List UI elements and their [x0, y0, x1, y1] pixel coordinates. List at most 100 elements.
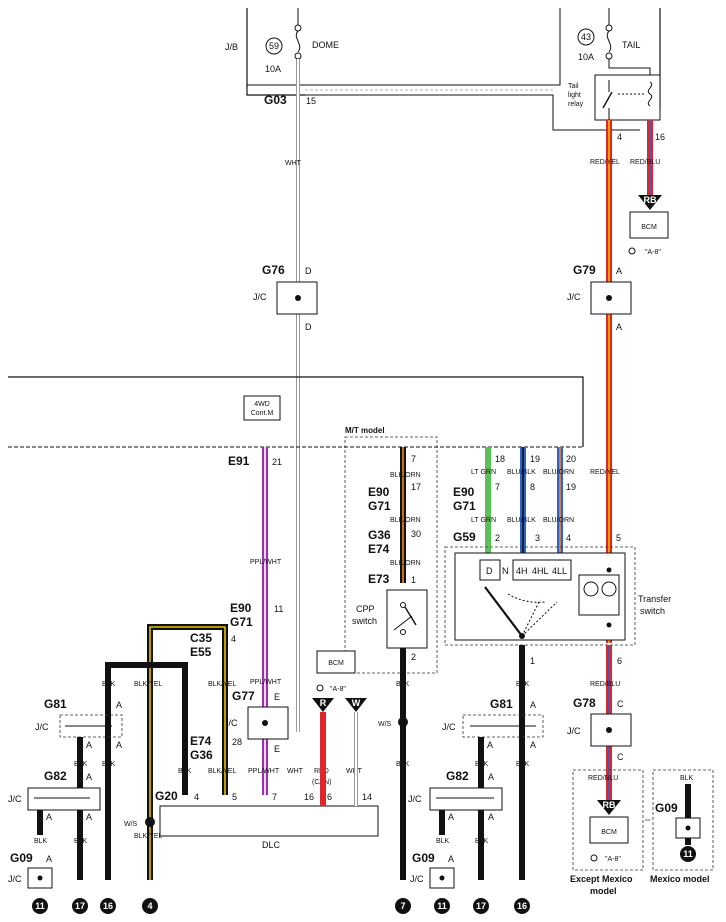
ws-label-mid: W/S	[378, 721, 392, 728]
g76-node	[295, 295, 301, 301]
tail-relay-label-2: light	[568, 92, 581, 99]
bcm-top-label: BCM	[641, 224, 657, 231]
connector-g82-left: G82	[44, 769, 67, 783]
connector-g59: G59	[453, 530, 476, 544]
g79-pin-a-bottom: A	[616, 322, 622, 332]
ground-16-right	[514, 898, 530, 914]
fuse-59-number: 59	[269, 41, 279, 51]
eye-icon-bottom	[590, 854, 598, 862]
transfer-path-2	[521, 601, 558, 637]
g82-left-pin-a2: A	[46, 812, 52, 822]
transfer-pin-1: 1	[530, 656, 535, 666]
g81-left-jc-label: J/C	[35, 722, 49, 732]
g76-pin-d-top: D	[305, 266, 312, 276]
cpp-blk-label-1: BLK	[396, 681, 410, 688]
g09-mexico-node	[685, 825, 691, 831]
ppl-wht-label-3: PPL/WHT	[248, 768, 280, 775]
relay-coil	[647, 81, 653, 107]
connector-g20: G20	[155, 789, 178, 803]
transfer-lamp-2	[601, 581, 617, 597]
connector-g03: G03	[264, 93, 287, 107]
ground-17-left-label: 17	[75, 901, 85, 911]
cpp-contact-top	[400, 602, 406, 608]
pos-d-box	[479, 559, 501, 581]
g78-jc-label: J/C	[567, 726, 581, 736]
mt-model-frame	[344, 436, 438, 674]
lt-grn-label-2: LT GRN	[471, 517, 496, 524]
g82-right-pin-a: A	[488, 772, 494, 782]
jb-frame-inner	[247, 8, 561, 86]
g09-left-pin-a: A	[46, 854, 52, 864]
blu-blk-pin-8: 8	[530, 482, 535, 492]
dlc-pin-4: 4	[194, 792, 199, 802]
g82-right-jc-label: J/C	[408, 794, 422, 804]
ppl-wht-label-2: PPL/WHT	[250, 679, 282, 686]
wht-label-top: WHT	[285, 160, 302, 167]
fuse-43-term-top	[605, 24, 613, 32]
g81-right-pin-a2: A	[487, 740, 493, 750]
g09-left-jc-label: J/C	[8, 874, 22, 884]
g82-right-box	[429, 787, 503, 811]
ground-17-right-label: 17	[476, 901, 486, 911]
blk-yel-label-g20: BLK/YEL	[208, 768, 237, 775]
ground-11-right	[434, 898, 450, 914]
g82-right-blk-label-2: BLK	[475, 838, 489, 845]
pos-4ll-label: 4LL	[552, 566, 567, 576]
g82-left-pin-a3: A	[86, 812, 92, 822]
g78-pin-c-top: C	[617, 699, 624, 709]
e74-pin-28: 28	[232, 737, 242, 747]
connector-e74-mt: E74	[368, 542, 390, 556]
g82-left-pin-a: A	[86, 772, 92, 782]
red-blu-label-bottom: RED/BLU	[588, 775, 618, 782]
red-yel-label-mid: RED/YEL	[590, 469, 620, 476]
g81-left-pin-a: A	[116, 700, 122, 710]
bcm-bottom-label: BCM	[601, 829, 617, 836]
lt-grn-pin-7: 7	[495, 482, 500, 492]
relay-contact-blade	[602, 91, 613, 109]
blk-g20-wire	[105, 662, 188, 880]
connector-e91: E91	[228, 454, 250, 468]
blk-orn-label-3: BLK/ORN	[390, 560, 421, 567]
cpp-label-2: switch	[352, 616, 377, 626]
transfer-lamp-1	[583, 581, 599, 597]
relay-pin-4: 4	[617, 132, 622, 142]
lt-grn-label-1: LT GRN	[471, 469, 496, 476]
g81-left-blk-label-2: BLK	[102, 761, 116, 768]
g79-node	[606, 295, 612, 301]
tail-relay-label-3: relay	[568, 101, 584, 108]
connector-e74-left: E74	[190, 734, 212, 748]
pos-4h-label: 4H	[516, 566, 528, 576]
g77-junction-box	[247, 706, 289, 740]
connector-e73: E73	[368, 572, 390, 586]
connector-e90-mt: E90	[368, 485, 390, 499]
blk-label-g20: BLK	[178, 768, 192, 775]
g76-jc-label: J/C	[253, 292, 267, 302]
g81-right-frame	[462, 714, 544, 738]
connector-g82-right: G82	[446, 769, 469, 783]
fuse-43-badge	[577, 28, 595, 46]
g82-right-pin-a3: A	[488, 812, 494, 822]
g77-pin-e-top: E	[274, 692, 280, 702]
mt-model-label: M/T model	[345, 426, 385, 435]
g82-left-jc-label: J/C	[8, 794, 22, 804]
ws-splice-left	[145, 817, 155, 827]
g09-right-jc-label: J/C	[410, 874, 424, 884]
connector-g76: G76	[262, 263, 285, 277]
connector-g79: G79	[573, 263, 596, 277]
g82-left-box	[27, 787, 101, 811]
blu-orn-label-1: BLU/ORN	[543, 469, 574, 476]
connector-g09-right: G09	[412, 851, 435, 865]
transfer-path-1	[521, 599, 541, 637]
wht-label-dlc: WHT	[287, 768, 304, 775]
g59-pin-5: 5	[616, 533, 621, 543]
blk-orn-label-1: BLK/ORN	[390, 472, 421, 479]
dlc-box	[159, 805, 379, 837]
ground-16-left-label: 16	[103, 901, 113, 911]
except-mexico-frame	[572, 769, 644, 871]
g81-left-pin-a3: A	[116, 740, 122, 750]
fuse-59-term-bottom	[294, 52, 302, 60]
transfer-pin-6: 6	[617, 656, 622, 666]
ground-7	[395, 898, 411, 914]
c35-pin-4: 4	[231, 634, 236, 644]
fuse-59-name: DOME	[312, 40, 339, 50]
